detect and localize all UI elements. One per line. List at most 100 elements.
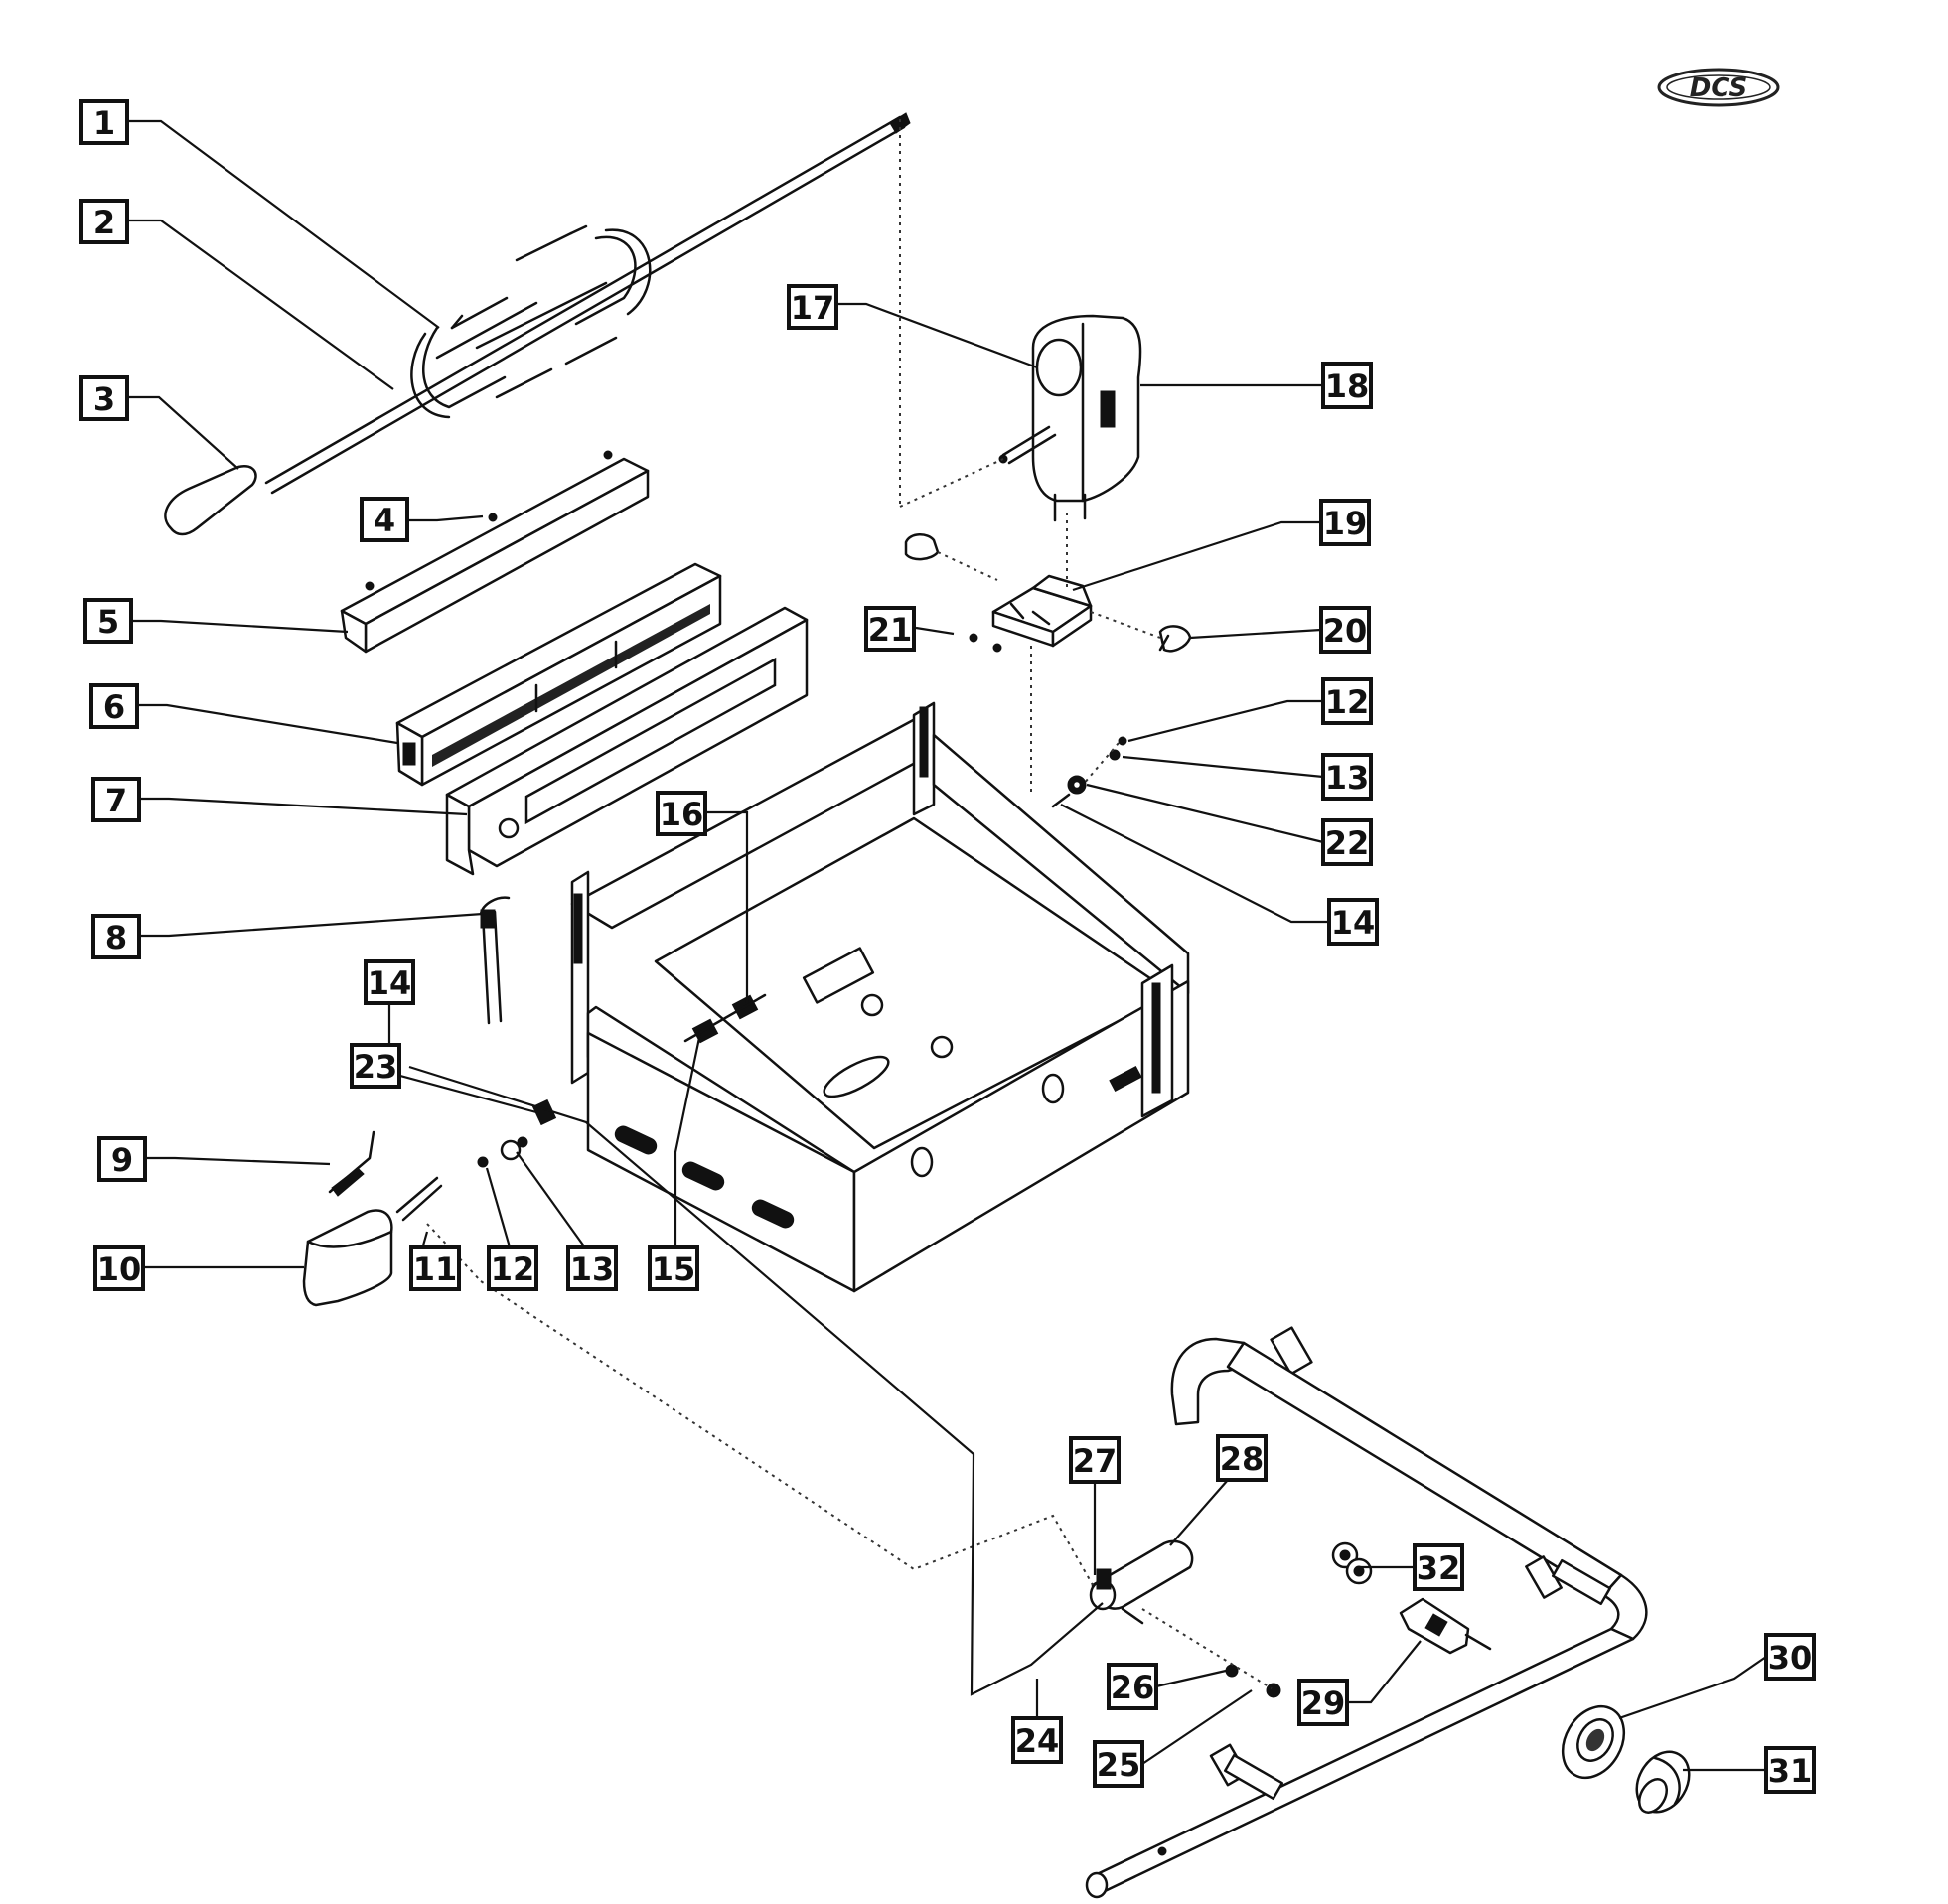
callout-box [1297,1679,1349,1726]
control-knob [1635,1750,1691,1814]
callout-18: 18 [1321,362,1373,409]
callout-number: 4 [374,502,395,539]
callout-12-upper: 12 [1321,677,1373,725]
callout-number: 8 [105,919,127,956]
callout-box [89,683,139,729]
callout-number: 15 [652,1250,696,1288]
burner-tube [395,562,722,787]
callout-number: 3 [93,380,115,418]
callout-box [864,606,916,652]
upper-fasteners [1051,736,1127,808]
spit-handle [164,464,257,536]
callout-box [91,914,141,959]
callout-29: 29 [1297,1679,1349,1726]
callout-number: 14 [1331,904,1376,942]
callout-21: 21 [864,606,916,652]
callout-number: 29 [1301,1684,1346,1722]
callout-31: 31 [1764,1746,1816,1794]
callout-box [1413,1543,1464,1591]
callout-number: 12 [491,1250,535,1288]
callout-number: 25 [1097,1746,1141,1784]
callout-box [1319,499,1371,546]
callout-number: 12 [1325,683,1370,721]
callout-5: 5 [83,598,133,644]
callout-1: 1 [79,99,129,145]
callout-number: 30 [1768,1639,1813,1677]
callout-number: 18 [1325,367,1370,405]
callout-box [350,1043,401,1089]
callout-3: 3 [79,375,129,421]
callout-number: 22 [1325,824,1370,862]
callout-box [1327,898,1379,946]
callout-box [360,497,409,542]
callout-box [79,199,129,244]
brand-logo-text: DCS [1690,73,1747,103]
gas-valve [1089,1539,1194,1625]
brand-logo: DCS [1657,68,1780,107]
spit-forks [410,224,652,419]
callout-number: 23 [354,1048,398,1086]
callout-number: 2 [93,204,115,241]
callout-number: 20 [1323,612,1368,650]
elbow-fitting [1331,1541,1373,1585]
callout-9: 9 [97,1136,147,1182]
callout-number: 9 [111,1141,133,1179]
callout-number: 10 [97,1250,142,1288]
callout-box [566,1245,618,1291]
spark-electrode [395,1176,443,1222]
gas-manifold [1085,1326,1648,1899]
callout-labels: 1 2 3 4 5 6 7 8 9 10 11 12 13 14 15 16 1… [79,99,1816,1794]
callout-box [79,99,129,145]
callout-24: 24 [1011,1716,1063,1764]
callout-15: 15 [648,1245,699,1291]
callout-27: 27 [1069,1436,1121,1484]
callout-number: 13 [570,1250,615,1288]
callout-7: 7 [91,777,141,822]
callout-number: 24 [1015,1722,1060,1760]
callout-13-upper: 13 [1321,753,1373,801]
callout-box [1093,1740,1144,1788]
callout-box [1011,1716,1063,1764]
callout-box [83,598,133,644]
callout-26: 26 [1107,1663,1158,1710]
motor-bracket [991,574,1093,648]
callout-box [1321,362,1373,409]
bracket-screws [365,450,613,591]
callout-14-upper: 14 [1327,898,1379,946]
callout-30: 30 [1764,1633,1816,1681]
top-rail [340,457,650,654]
callout-25: 25 [1093,1740,1144,1788]
callout-number: 28 [1220,1440,1265,1478]
callout-number: 21 [868,611,913,649]
control-bezel [1561,1704,1626,1780]
callout-box [93,1245,145,1291]
rotisserie-motor [998,314,1142,522]
callout-box [79,375,129,421]
callout-19: 19 [1319,499,1371,546]
callout-box [1069,1436,1121,1484]
callout-box [1764,1633,1816,1681]
callout-6: 6 [89,683,139,729]
callout-22: 22 [1321,818,1373,866]
callout-number: 1 [93,104,115,142]
hose-fitting [1399,1597,1492,1655]
callout-box [409,1245,461,1291]
igniter-electrode [479,896,511,1025]
callout-12-lower: 12 [487,1245,538,1291]
callout-11: 11 [409,1245,461,1291]
callout-box [656,791,707,836]
callout-number: 32 [1417,1549,1461,1587]
callout-number: 6 [103,688,125,726]
callout-17: 17 [787,284,838,330]
callout-23: 23 [350,1043,401,1089]
bracket-thumbscrew-right [1158,625,1192,653]
callout-13-lower: 13 [566,1245,618,1291]
callout-number: 19 [1323,505,1368,542]
callout-box [97,1136,147,1182]
callout-number: 26 [1111,1669,1155,1706]
callout-number: 16 [660,796,704,833]
callout-10: 10 [93,1245,145,1291]
callout-number: 27 [1073,1442,1118,1480]
burner-shield [445,606,809,876]
